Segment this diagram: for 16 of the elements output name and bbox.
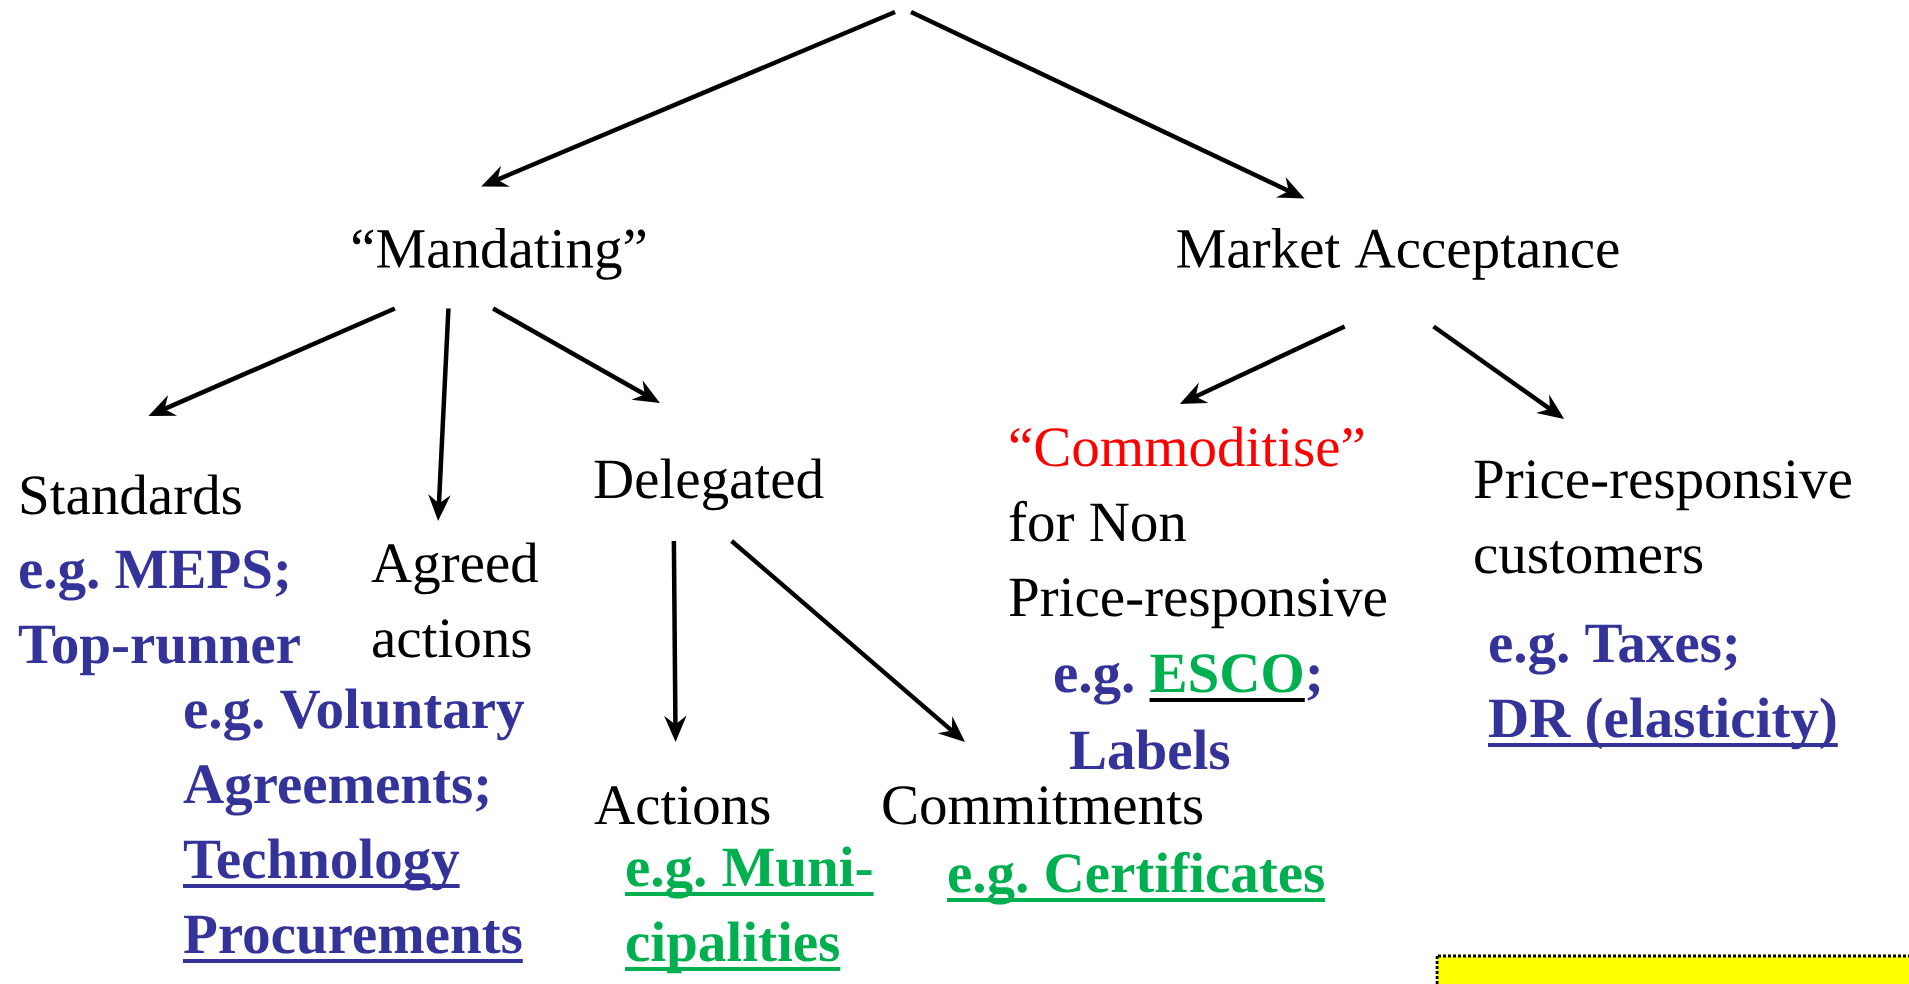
node-label: Market Acceptance xyxy=(1177,227,1619,280)
node-label: Price-responsive customers xyxy=(1474,460,1851,574)
example-text: Technology Procurements xyxy=(183,838,523,963)
node-label: Actions xyxy=(594,786,770,825)
node-label: for Non Price-responsive xyxy=(1009,500,1386,629)
example-text: e.g. ESCO; xyxy=(1054,654,1320,705)
node-label: “Commoditise” xyxy=(1010,426,1364,467)
node-label: Delegated xyxy=(594,458,824,511)
node-label: Commitments xyxy=(883,786,1203,825)
node-label: “Mandating” xyxy=(352,227,646,280)
example-text: e.g. Voluntary Agreements; xyxy=(183,688,524,816)
node-label: Agreed actions xyxy=(371,542,539,658)
example-text: Labels xyxy=(1070,729,1230,770)
node-label: Standards xyxy=(21,474,241,515)
example-text: DR (elasticity) xyxy=(1488,697,1838,750)
example-text: e.g. Taxes; xyxy=(1489,624,1737,675)
